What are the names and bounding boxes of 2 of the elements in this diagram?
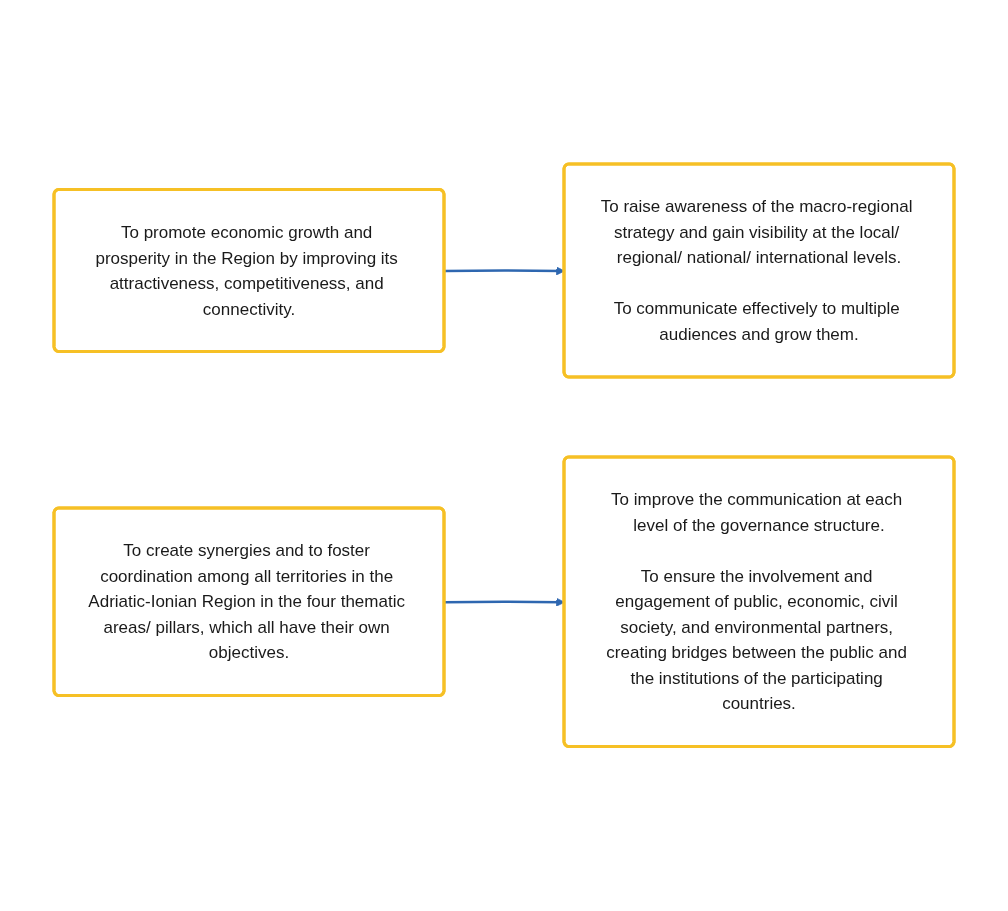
arrow	[444, 266, 565, 276]
arrow	[444, 598, 565, 607]
